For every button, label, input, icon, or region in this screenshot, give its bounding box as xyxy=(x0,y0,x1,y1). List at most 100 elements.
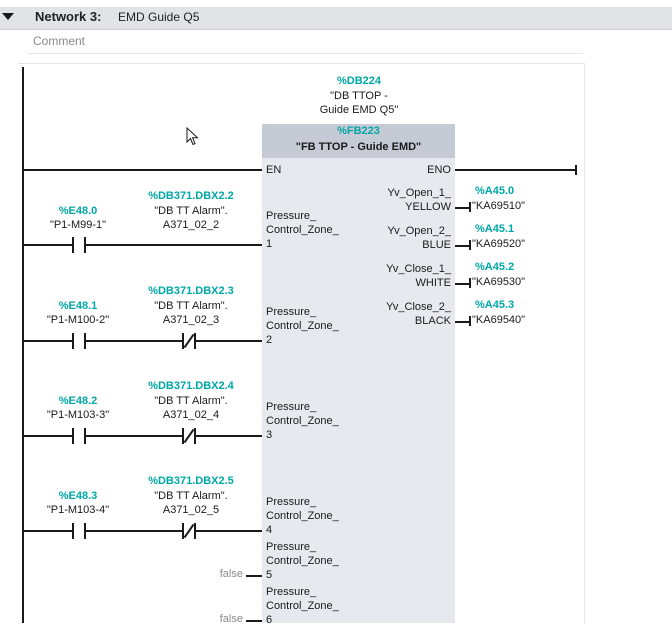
alarm-address[interactable]: %DB371.DBX2.3 xyxy=(148,285,234,297)
input-pin-line3[interactable]: 6 xyxy=(266,614,273,626)
contact-name: "P1-M99-1" xyxy=(49,219,107,231)
no-contact-right[interactable] xyxy=(84,428,86,444)
fb-name: "FB TTOP - Guide EMD" xyxy=(295,141,422,153)
input-pin-line3[interactable]: 2 xyxy=(266,334,273,346)
output-address[interactable]: %A45.1 xyxy=(475,223,515,235)
nc-contact-right[interactable] xyxy=(194,428,196,444)
alarm-name-line1: "DB TT Alarm". xyxy=(154,205,228,217)
input-pin-line1[interactable]: Pressure_ xyxy=(266,496,317,508)
no-contact-left[interactable] xyxy=(72,428,74,444)
ladder-area xyxy=(18,63,585,624)
input-pin-line1[interactable]: Pressure_ xyxy=(266,586,317,598)
instance-db-name-line2: Guide EMD Q5" xyxy=(319,104,399,116)
nc-contact-left[interactable] xyxy=(182,333,184,349)
contact-name: "P1-M103-4" xyxy=(46,504,110,516)
left-power-rail xyxy=(22,67,24,623)
output-pin-line1[interactable]: Yv_Open_1_ xyxy=(387,187,451,199)
output-pin-line1[interactable]: Yv_Close_2_ xyxy=(386,301,451,313)
rung-wire xyxy=(86,435,182,437)
constant-value[interactable]: false xyxy=(219,613,243,625)
input-pin-line2[interactable]: Control_Zone_ xyxy=(266,415,339,427)
alarm-address[interactable]: %DB371.DBX2.2 xyxy=(148,190,234,202)
input-pin-line1[interactable]: Pressure_ xyxy=(266,541,317,553)
contact-name: "P1-M103-3" xyxy=(46,409,110,421)
mouse-cursor-icon xyxy=(186,127,199,146)
comment-placeholder: Comment xyxy=(33,34,86,48)
en-pin[interactable]: EN xyxy=(266,164,282,176)
no-contact-right[interactable] xyxy=(84,523,86,539)
input-pin-line2[interactable]: Control_Zone_ xyxy=(266,224,339,236)
alarm-name-line2: A371_02_5 xyxy=(162,504,220,516)
network-comment-field[interactable] xyxy=(28,31,583,54)
output-name: "KA69520" xyxy=(472,238,526,250)
output-pin-line1[interactable]: Yv_Close_1_ xyxy=(386,263,451,275)
nc-contact-right[interactable] xyxy=(194,523,196,539)
output-end-marker xyxy=(469,316,471,326)
output-pin-line2[interactable]: BLUE xyxy=(422,239,451,251)
input-pin-line3[interactable]: 1 xyxy=(266,238,273,250)
nc-contact-left[interactable] xyxy=(182,428,184,444)
rung-wire xyxy=(22,340,72,342)
constant-wire xyxy=(246,575,262,577)
output-pin-line1[interactable]: Yv_Open_2_ xyxy=(387,225,451,237)
function-block-header[interactable] xyxy=(262,124,455,158)
output-end-marker xyxy=(469,278,471,288)
function-block-body[interactable] xyxy=(262,124,455,623)
output-pin-line2[interactable]: BLACK xyxy=(414,315,451,327)
output-address[interactable]: %A45.3 xyxy=(475,299,515,311)
collapse-triangle-icon[interactable] xyxy=(2,13,14,20)
nc-contact-left[interactable] xyxy=(182,523,184,539)
output-pin-line2[interactable]: YELLOW xyxy=(405,201,451,213)
rung-wire xyxy=(22,435,72,437)
input-pin-line1[interactable]: Pressure_ xyxy=(266,401,317,413)
alarm-name-line2: A371_02_2 xyxy=(162,219,220,231)
rung-wire xyxy=(86,244,262,246)
network-name[interactable]: EMD Guide Q5 xyxy=(118,10,200,24)
contact-address[interactable]: %E48.1 xyxy=(58,300,98,312)
no-contact-right[interactable] xyxy=(84,333,86,349)
nc-contact-right[interactable] xyxy=(194,333,196,349)
eno-pin[interactable]: ENO xyxy=(427,164,451,176)
output-name: "KA69510" xyxy=(472,200,526,212)
no-contact-left[interactable] xyxy=(72,523,74,539)
input-pin-line2[interactable]: Control_Zone_ xyxy=(266,510,339,522)
contact-address[interactable]: %E48.0 xyxy=(58,205,98,217)
rung-wire xyxy=(196,435,262,437)
network-title: Network 3: xyxy=(35,9,102,24)
input-pin-line2[interactable]: Control_Zone_ xyxy=(266,320,339,332)
alarm-name-line1: "DB TT Alarm". xyxy=(154,395,228,407)
rung-wire xyxy=(196,340,262,342)
input-pin-line3[interactable]: 5 xyxy=(266,569,273,581)
contact-name: "P1-M100-2" xyxy=(46,314,110,326)
contact-address[interactable]: %E48.3 xyxy=(58,490,98,502)
output-address[interactable]: %A45.2 xyxy=(475,261,515,273)
input-pin-line3[interactable]: 3 xyxy=(266,429,273,441)
rung-wire xyxy=(196,530,262,532)
eno-wire xyxy=(455,169,575,171)
no-contact-right[interactable] xyxy=(84,237,86,253)
alarm-address[interactable]: %DB371.DBX2.4 xyxy=(148,380,234,392)
output-wire xyxy=(455,245,469,247)
input-pin-line1[interactable]: Pressure_ xyxy=(266,306,317,318)
input-pin-line3[interactable]: 4 xyxy=(266,524,273,536)
input-pin-line2[interactable]: Control_Zone_ xyxy=(266,600,339,612)
alarm-name-line2: A371_02_4 xyxy=(162,409,220,421)
rung-wire xyxy=(86,340,182,342)
output-address[interactable]: %A45.0 xyxy=(475,185,515,197)
alarm-address[interactable]: %DB371.DBX2.5 xyxy=(148,475,234,487)
output-end-marker xyxy=(469,240,471,250)
instance-db-address[interactable]: %DB224 xyxy=(336,75,382,87)
no-contact-left[interactable] xyxy=(72,333,74,349)
network-header-bar[interactable] xyxy=(0,7,672,30)
no-contact-left[interactable] xyxy=(72,237,74,253)
rung-wire xyxy=(22,244,72,246)
output-pin-line2[interactable]: WHITE xyxy=(415,277,451,289)
output-wire xyxy=(455,283,469,285)
output-name: "KA69530" xyxy=(472,276,526,288)
contact-address[interactable]: %E48.2 xyxy=(58,395,98,407)
input-pin-line1[interactable]: Pressure_ xyxy=(266,210,317,222)
constant-value[interactable]: false xyxy=(219,568,243,580)
constant-wire xyxy=(246,620,262,622)
input-pin-line2[interactable]: Control_Zone_ xyxy=(266,555,339,567)
alarm-name-line1: "DB TT Alarm". xyxy=(154,300,228,312)
